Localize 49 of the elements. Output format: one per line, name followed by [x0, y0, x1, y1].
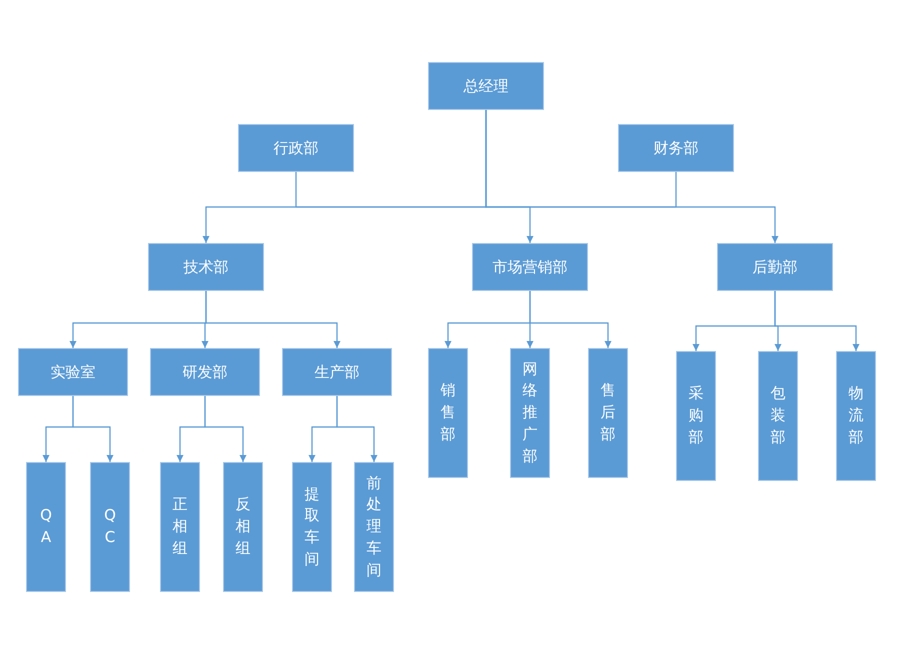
connector-arrow	[529, 291, 612, 348]
department-box-vertical	[292, 462, 332, 592]
department-box	[717, 243, 833, 291]
department-name: 市场营销部	[492, 258, 568, 276]
department-name: 研发部	[182, 363, 228, 381]
department-box	[150, 348, 260, 396]
department-box-vertical	[836, 351, 876, 481]
department-name: 正相组	[172, 494, 188, 559]
department-box	[282, 348, 392, 396]
department-name: 财务部	[654, 139, 698, 157]
department-box-vertical	[26, 462, 66, 592]
department-box-vertical	[510, 348, 550, 478]
connector-arrow	[205, 291, 340, 348]
connector-arrow	[204, 396, 246, 462]
department-box-vertical	[90, 462, 130, 592]
department-box	[618, 124, 734, 172]
department-box-vertical	[223, 462, 263, 592]
department-box-vertical	[758, 351, 798, 481]
connector-arrow	[485, 110, 778, 243]
department-box-vertical	[428, 348, 468, 478]
department-box-vertical	[676, 351, 716, 481]
department-name: 生产部	[314, 363, 360, 381]
department-name: 前处理车间	[366, 472, 382, 581]
department-box	[472, 243, 588, 291]
department-box-vertical	[588, 348, 628, 478]
connector-arrow	[336, 396, 378, 462]
connector-arrow	[72, 396, 114, 462]
department-box	[18, 348, 128, 396]
department-name: 包装部	[770, 383, 786, 448]
connector-arrow	[774, 291, 860, 351]
department-name: 反相组	[236, 494, 250, 559]
department-name: 总经理	[464, 77, 508, 95]
department-box-vertical	[160, 462, 200, 592]
department-name: 销售部	[440, 380, 456, 445]
department-name: 后勤部	[752, 258, 798, 276]
department-name: 实验室	[50, 363, 96, 381]
department-name: 售后部	[600, 380, 616, 445]
department-name: 技术部	[184, 258, 228, 276]
department-name: QA	[39, 505, 53, 548]
department-name: 行政部	[274, 139, 318, 157]
department-name: QC	[103, 505, 117, 548]
department-box-vertical	[354, 462, 394, 592]
department-box	[148, 243, 264, 291]
department-name: 采购部	[688, 383, 704, 448]
department-name: 物流部	[848, 383, 864, 448]
department-box	[428, 62, 544, 110]
department-box	[238, 124, 354, 172]
department-name: 提取车间	[304, 484, 320, 570]
department-name: 网络推广部	[522, 358, 538, 467]
